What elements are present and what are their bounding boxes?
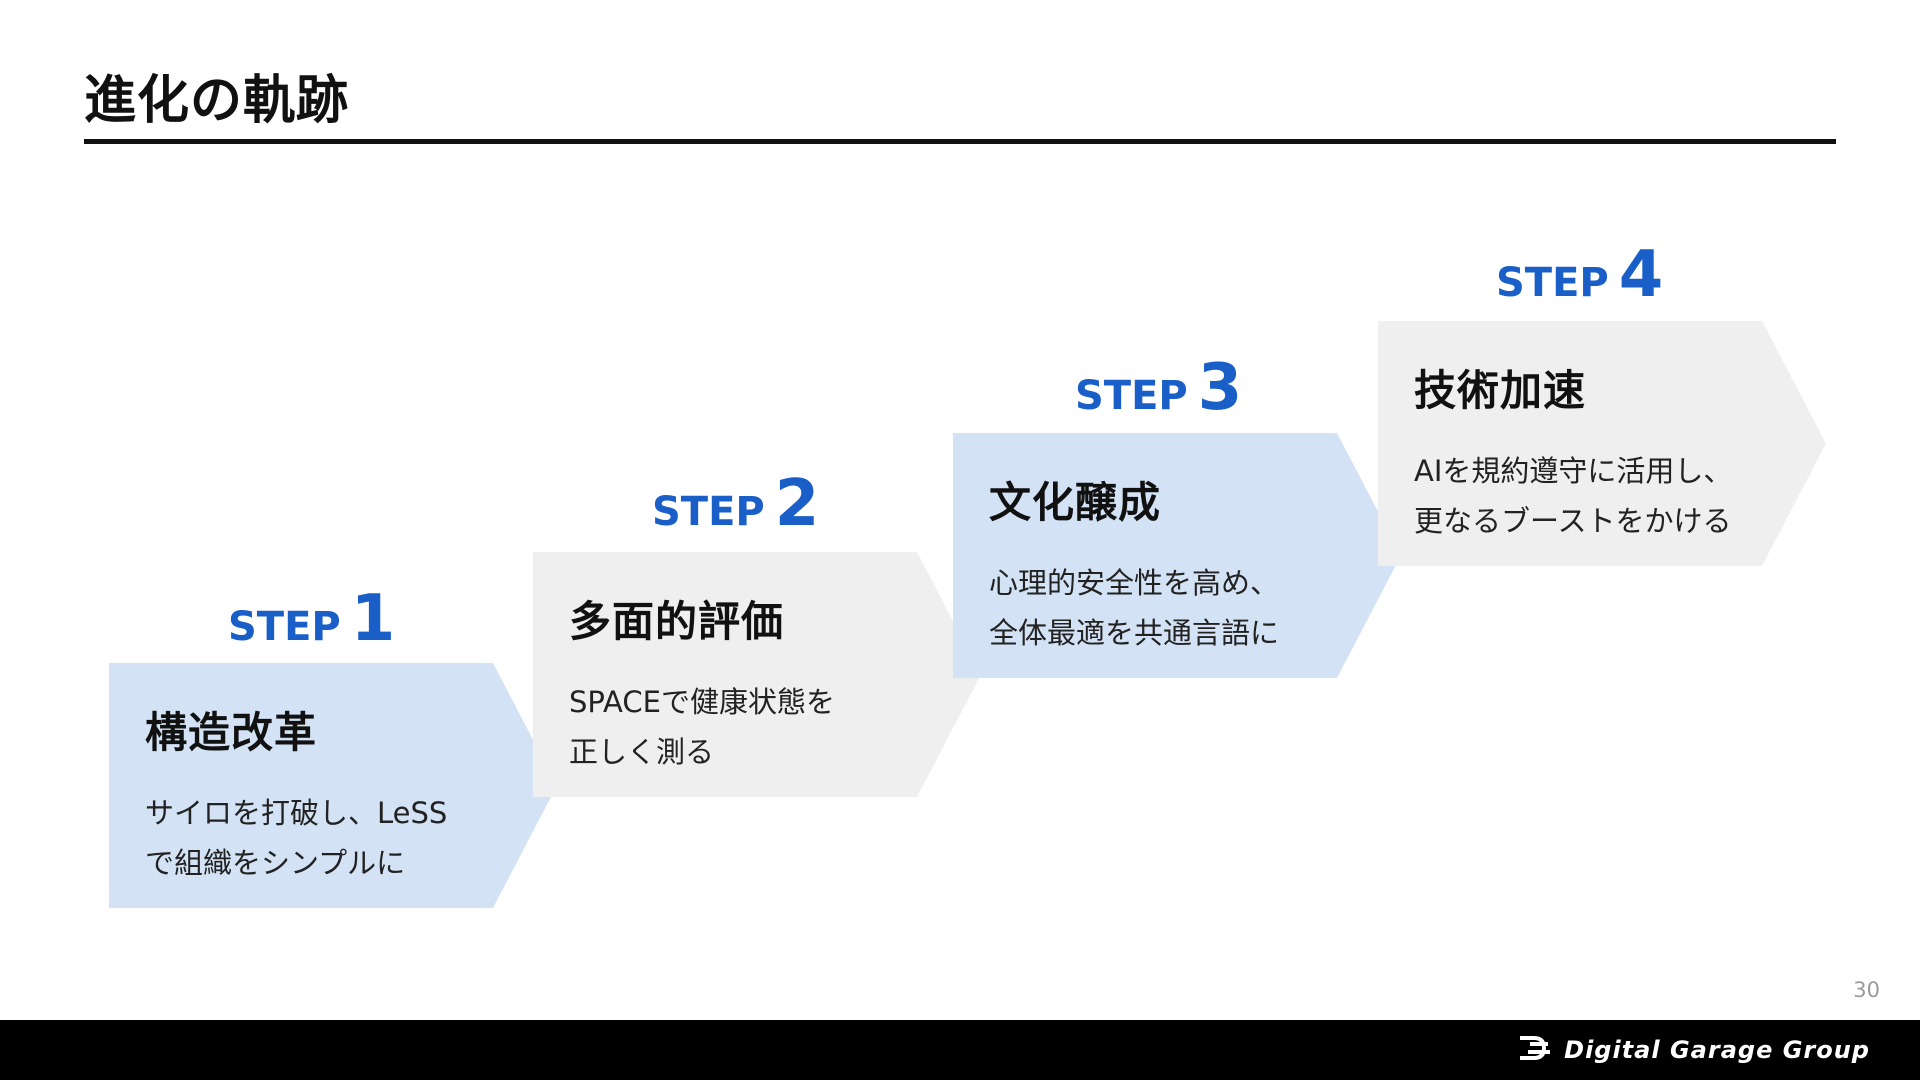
step-4-desc-line: 更なるブーストをかける — [1414, 504, 1732, 538]
step-3-description: 心理的安全性を高め、 全体最適を共通言語に — [989, 558, 1369, 658]
step-2-desc-line: SPACEで健康状態を — [569, 685, 835, 719]
step-1-card: 構造改革 サイロを打破し、LeSS で組織をシンプルに — [109, 663, 557, 908]
step-4-description: AIを規約遵守に活用し、 更なるブーストをかける — [1414, 446, 1794, 546]
step-word: STEP — [1075, 373, 1188, 419]
step-2-description: SPACEで健康状態を 正しく測る — [569, 677, 949, 777]
step-1-title: 構造改革 — [145, 708, 318, 757]
step-3-desc-line: 全体最適を共通言語に — [989, 616, 1280, 650]
step-4-desc-line: AIを規約遵守に活用し、 — [1414, 454, 1733, 488]
company-name: Digital Garage Group — [1564, 1036, 1870, 1064]
step-3-desc-line: 心理的安全性を高め、 — [989, 566, 1280, 600]
step-number: 3 — [1197, 351, 1243, 425]
step-4-card: 技術加速 AIを規約遵守に活用し、 更なるブーストをかける — [1378, 321, 1826, 566]
footer-bar: Digital Garage Group — [0, 1020, 1920, 1080]
title-divider — [84, 139, 1836, 144]
step-4-label: STEP 4 — [1496, 238, 1663, 312]
step-number: 4 — [1618, 238, 1664, 312]
step-word: STEP — [652, 489, 765, 535]
dg-logo-icon — [1516, 1034, 1554, 1066]
step-3-label: STEP 3 — [1075, 351, 1242, 425]
step-3-title: 文化醸成 — [989, 478, 1162, 527]
step-2-label: STEP 2 — [652, 467, 819, 541]
slide-title: 進化の軌跡 — [84, 71, 350, 131]
step-1-desc-line: サイロを打破し、LeSS — [145, 796, 448, 830]
step-word: STEP — [228, 604, 341, 650]
step-3-card: 文化醸成 心理的安全性を高め、 全体最適を共通言語に — [953, 433, 1401, 678]
step-2-card: 多面的評価 SPACEで健康状態を 正しく測る — [533, 552, 981, 797]
step-1-description: サイロを打破し、LeSS で組織をシンプルに — [145, 788, 525, 888]
step-number: 1 — [350, 582, 396, 656]
step-1-desc-line: で組織をシンプルに — [145, 846, 406, 880]
step-word: STEP — [1496, 260, 1609, 306]
step-4-title: 技術加速 — [1414, 366, 1587, 415]
step-1-label: STEP 1 — [228, 582, 395, 656]
page-number: 30 — [1853, 978, 1880, 1002]
company-logo: Digital Garage Group — [1516, 1034, 1870, 1066]
step-number: 2 — [774, 467, 820, 541]
step-2-desc-line: 正しく測る — [569, 735, 715, 769]
step-2-title: 多面的評価 — [569, 597, 785, 646]
